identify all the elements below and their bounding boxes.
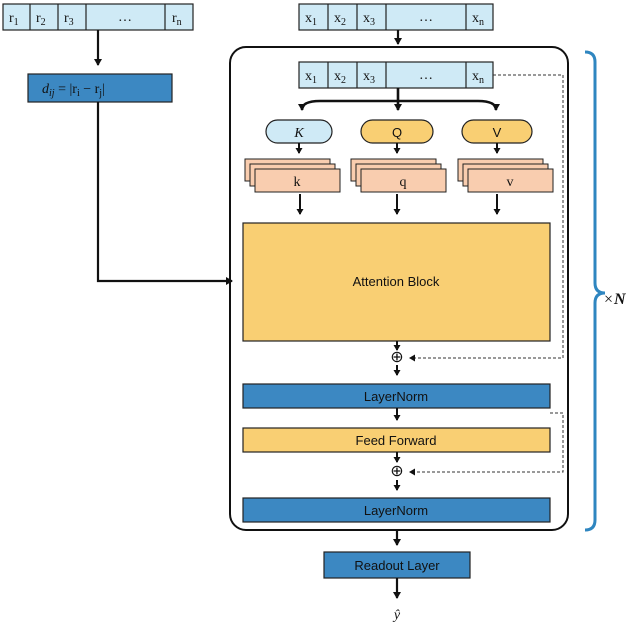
repeat-n-label: ×N bbox=[604, 291, 627, 308]
r-cell-n: rn bbox=[172, 11, 182, 28]
attention-block: Attention Block bbox=[242, 222, 551, 342]
layernorm-2-label: LayerNorm bbox=[364, 503, 428, 518]
query-label: Q bbox=[392, 125, 402, 140]
proj-to-attention-arrows bbox=[296, 194, 501, 215]
repeat-bracket bbox=[584, 50, 606, 532]
distance-formula: dij = |ri − rj| bbox=[42, 82, 105, 99]
k-projection-label: k bbox=[294, 175, 301, 190]
r-cell-3: r3 bbox=[64, 11, 74, 28]
x-inner-cell-3: x3 bbox=[363, 69, 375, 86]
layernorm-1: LayerNorm bbox=[242, 383, 551, 409]
x-sequence-inner: x1 x2 x3 … xn bbox=[298, 61, 494, 89]
arrow-distance-to-attention bbox=[96, 102, 233, 285]
query-head: Q bbox=[360, 119, 434, 144]
output-y-hat: ŷ bbox=[392, 608, 401, 623]
x-sequence-input: x1 x2 x3 … xn bbox=[298, 3, 494, 31]
value-head: V bbox=[461, 119, 533, 144]
residual-add-1: ⊕ bbox=[390, 349, 403, 366]
x-inner-cell-n: xn bbox=[472, 69, 484, 86]
layernorm-2: LayerNorm bbox=[242, 497, 551, 523]
k-projection-stack: k bbox=[244, 158, 341, 193]
feed-forward-label: Feed Forward bbox=[356, 433, 437, 448]
residual-add-2: ⊕ bbox=[390, 463, 403, 480]
v-projection-label: v bbox=[507, 175, 514, 190]
distance-box: dij = |ri − rj| bbox=[27, 73, 173, 103]
transformer-layer-container bbox=[229, 46, 569, 531]
q-projection-label: q bbox=[400, 175, 407, 190]
residual-connection-1 bbox=[409, 74, 564, 362]
q-projection-stack: q bbox=[350, 158, 447, 193]
layernorm-1-label: LayerNorm bbox=[364, 389, 428, 404]
x-cell-1: x1 bbox=[305, 11, 317, 28]
x-inner-cell-2: x2 bbox=[334, 69, 346, 86]
r-cell-1: r1 bbox=[9, 11, 19, 28]
key-head: K bbox=[265, 119, 333, 144]
attention-label: Attention Block bbox=[353, 274, 440, 289]
head-to-proj-arrows bbox=[295, 143, 501, 154]
residual-connection-2 bbox=[409, 412, 564, 476]
value-label: V bbox=[493, 125, 502, 140]
r-cell-2: r2 bbox=[36, 11, 46, 28]
x-inner-cell-1: x1 bbox=[305, 69, 317, 86]
x-cell-2: x2 bbox=[334, 11, 346, 28]
key-label: K bbox=[293, 126, 304, 141]
feed-forward: Feed Forward bbox=[242, 427, 551, 453]
readout-label: Readout Layer bbox=[354, 558, 440, 573]
x-cell-ellipsis: … bbox=[419, 10, 433, 25]
readout-layer: Readout Layer bbox=[323, 551, 471, 579]
r-sequence: r1 r2 r3 … rn bbox=[2, 3, 194, 31]
qkv-branch-arrows bbox=[298, 88, 500, 111]
x-inner-cell-ellipsis: … bbox=[419, 68, 433, 83]
v-projection-stack: v bbox=[457, 158, 554, 193]
x-cell-n: xn bbox=[472, 11, 484, 28]
x-cell-3: x3 bbox=[363, 11, 375, 28]
r-cell-ellipsis: … bbox=[118, 10, 132, 25]
